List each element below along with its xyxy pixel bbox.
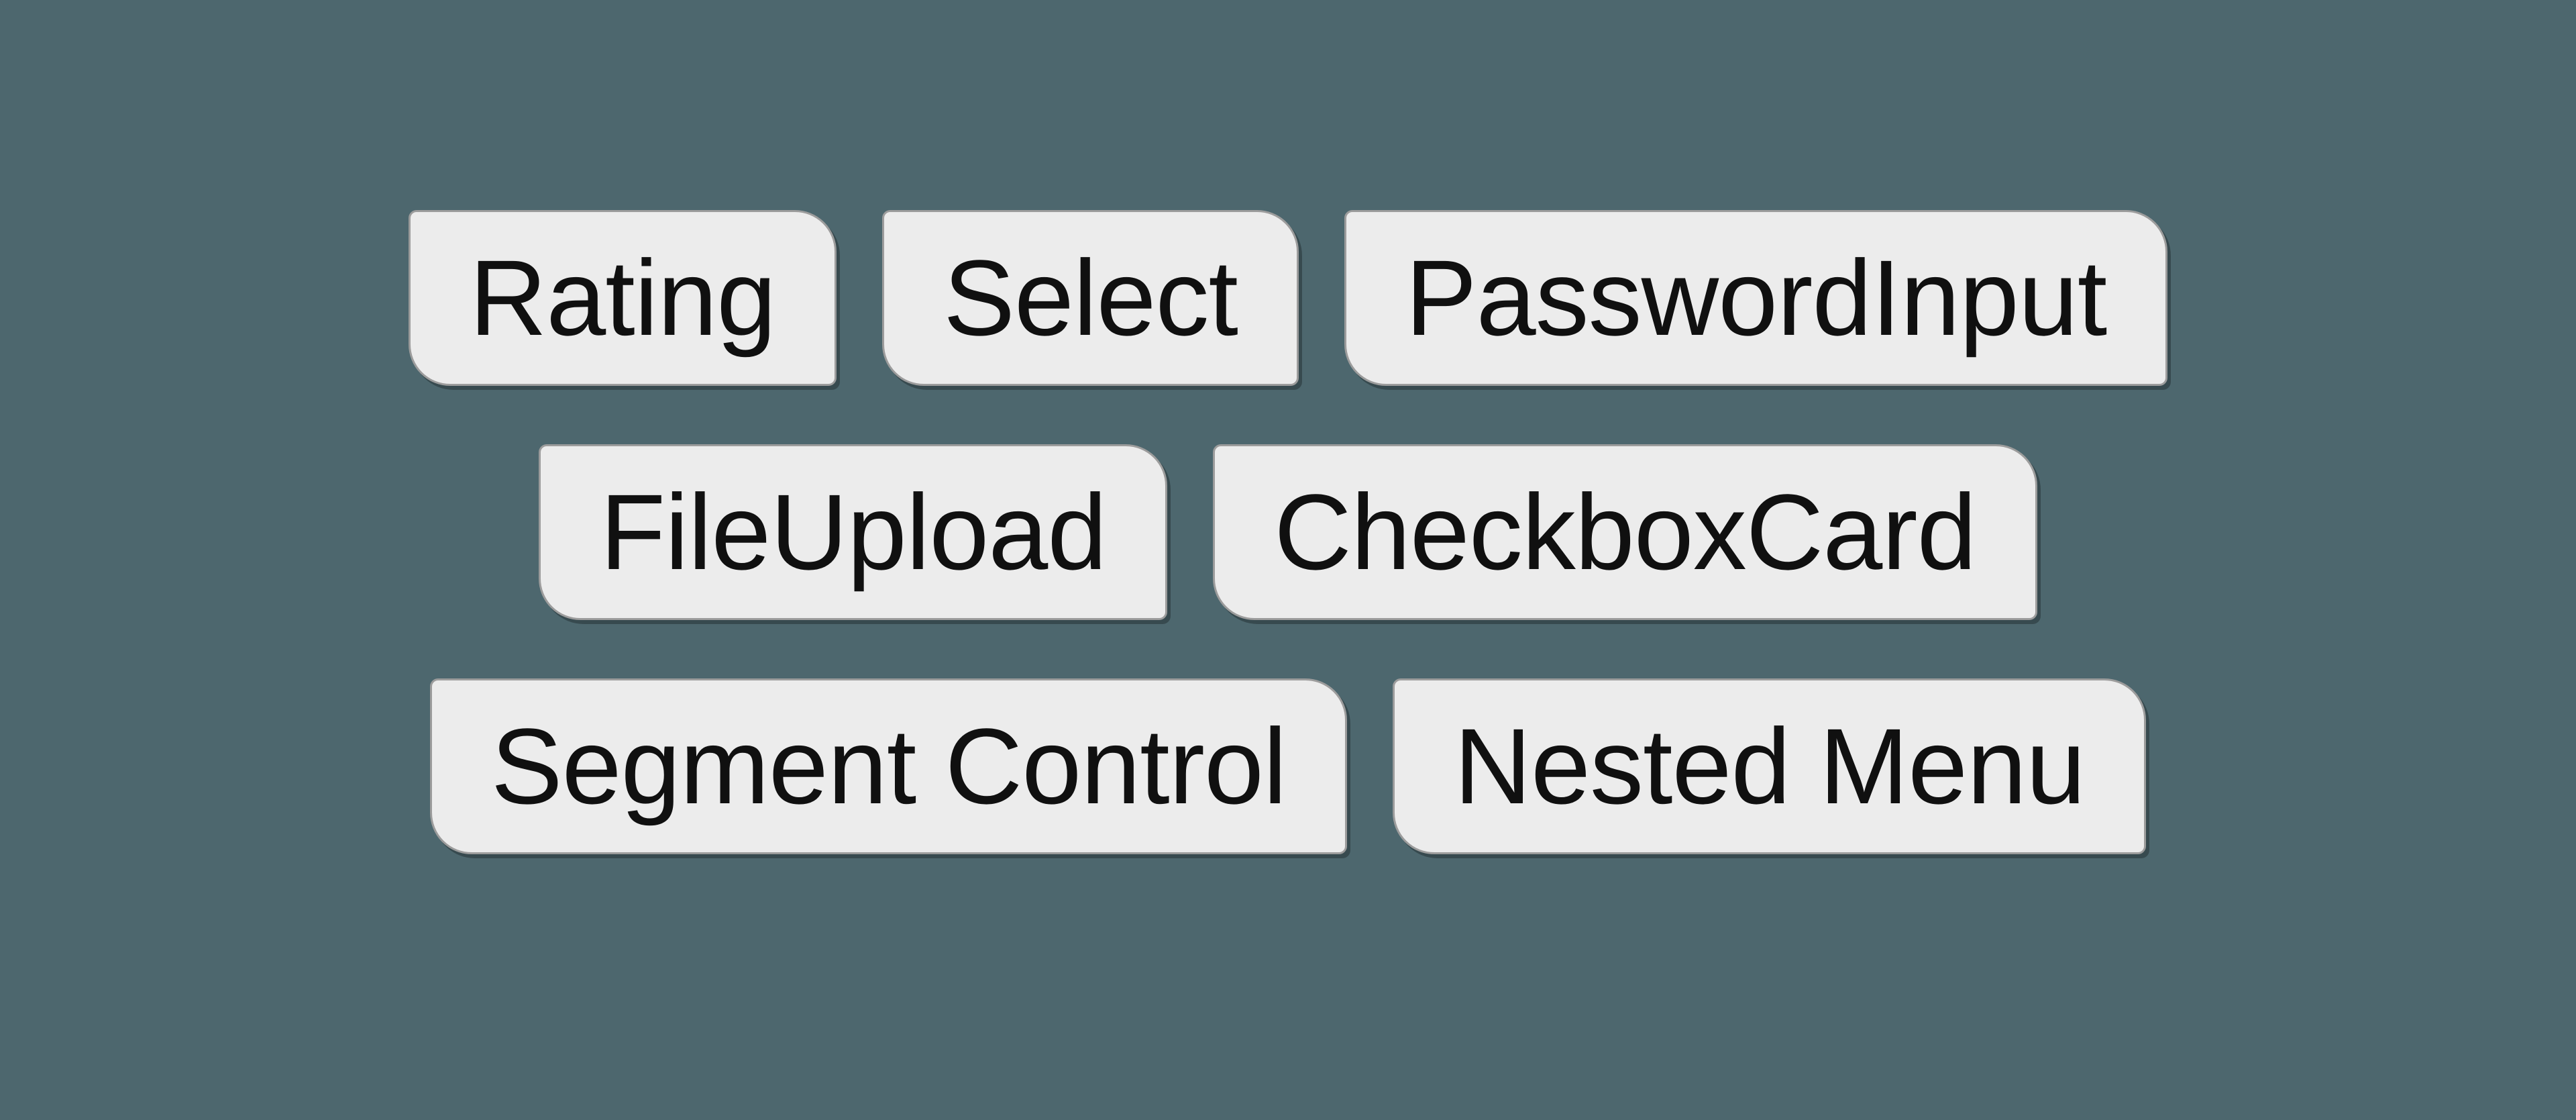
chip-row-1: Rating Select PasswordInput	[408, 210, 2168, 386]
chip-segment-control[interactable]: Segment Control	[429, 678, 1348, 854]
chip-file-upload[interactable]: FileUpload	[539, 444, 1168, 620]
chip-select[interactable]: Select	[882, 210, 1299, 386]
chip-row-3: Segment Control Nested Menu	[429, 678, 2147, 854]
chip-nested-menu[interactable]: Nested Menu	[1393, 678, 2147, 854]
component-chip-board: Rating Select PasswordInput FileUpload C…	[408, 210, 2168, 854]
chip-row-2: FileUpload CheckboxCard	[539, 444, 2037, 620]
chip-password-input[interactable]: PasswordInput	[1344, 210, 2168, 386]
chip-checkbox-card[interactable]: CheckboxCard	[1213, 444, 2037, 620]
chip-rating[interactable]: Rating	[408, 210, 837, 386]
